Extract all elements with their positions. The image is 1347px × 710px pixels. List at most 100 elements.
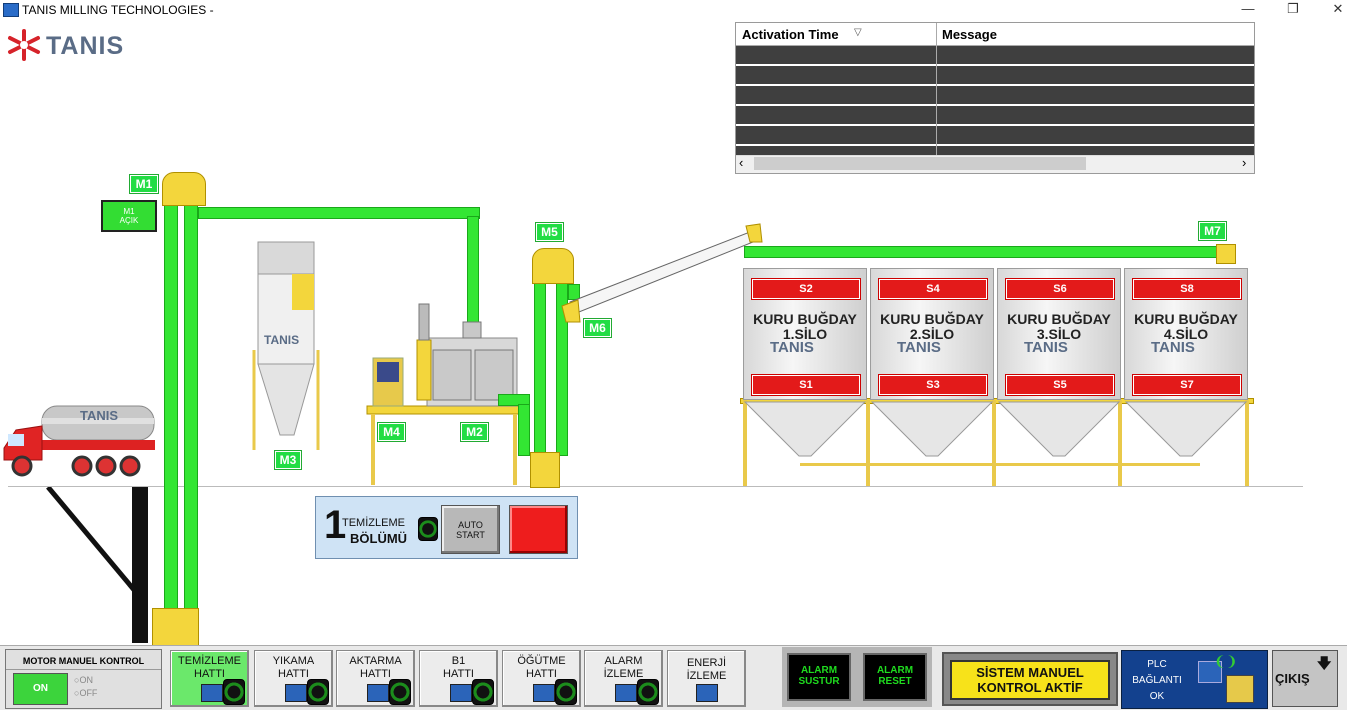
cleaner-machine <box>365 300 525 485</box>
m5-label[interactable]: M5 <box>536 223 563 241</box>
nav-line2: İZLEME <box>686 670 727 682</box>
motor-on-button[interactable]: ON <box>13 673 68 705</box>
nav-aktarma-hatti[interactable]: AKTARMA HATTI <box>336 650 415 707</box>
ground-line <box>8 486 1303 487</box>
m1-elevator-boot <box>152 608 199 646</box>
m6-label[interactable]: M6 <box>584 319 611 337</box>
s6-tag[interactable]: S6 <box>1006 279 1114 299</box>
minimize-icon[interactable]: — <box>1241 1 1255 16</box>
truck-graphic <box>3 405 155 477</box>
nav-line2: İZLEME <box>603 668 644 680</box>
s2-tag[interactable]: S2 <box>752 279 860 299</box>
monitor-icon <box>450 684 472 702</box>
table-row[interactable] <box>736 86 1254 106</box>
drum-icon <box>223 679 245 705</box>
s7-tag[interactable]: S7 <box>1133 375 1241 395</box>
stop-button[interactable] <box>509 505 568 554</box>
s8-tag[interactable]: S8 <box>1133 279 1241 299</box>
sort-icon[interactable]: ▽ <box>854 27 862 38</box>
m1-label[interactable]: M1 <box>130 175 158 193</box>
wifi-icon: ❨❩ <box>1214 653 1238 669</box>
scrollbar-thumb[interactable] <box>754 157 1086 170</box>
column-divider <box>936 23 937 155</box>
m1-acik-button[interactable]: M1 AÇIK <box>101 200 157 232</box>
column-message[interactable]: Message <box>942 27 997 42</box>
pit-post <box>132 487 148 643</box>
m1-button-line2: AÇIK <box>119 216 139 225</box>
pit-brace <box>46 487 142 599</box>
silo-brand: TANIS <box>1024 339 1068 356</box>
motor-manual-control: MOTOR MANUEL KONTROL ON ○ON ○OFF <box>5 649 162 709</box>
monitor-icon <box>533 684 555 702</box>
m3-label[interactable]: M3 <box>275 451 301 469</box>
scroll-right-icon[interactable]: › <box>1242 155 1247 170</box>
auto-start-button[interactable]: AUTO START <box>441 505 500 554</box>
cikis-button[interactable]: 🡇 ÇIKIŞ <box>1272 650 1338 707</box>
silo-1[interactable]: S2 KURU BUĞDAY 1.SİLO TANIS S1 <box>743 268 867 400</box>
radio-off-label: OFF <box>79 688 98 698</box>
plc-line1: PLC <box>1147 659 1167 670</box>
alarm-reset-button[interactable]: ALARM RESET <box>863 653 927 701</box>
nav-enerji-izleme[interactable]: ENERJİ İZLEME <box>667 650 746 707</box>
column-activation-time[interactable]: Activation Time <box>742 27 839 42</box>
silo-cones <box>743 401 1248 457</box>
plc-line3: OK <box>1149 691 1165 702</box>
alarm-reset-line2: RESET <box>878 676 912 687</box>
m2-label[interactable]: M2 <box>461 423 488 441</box>
m1-button-line1: M1 <box>123 207 135 216</box>
alarm-sustur-button[interactable]: ALARM SUSTUR <box>787 653 851 701</box>
nav-line2: HATTI <box>278 668 309 680</box>
close-icon[interactable]: ✕ <box>1332 1 1344 16</box>
silo-3[interactable]: S6 KURU BUĞDAY 3.SİLO TANIS S5 <box>997 268 1121 400</box>
alarm-table[interactable]: Activation Time ▽ Message ‹ › <box>735 22 1255 174</box>
silo-brand: TANIS <box>1151 339 1195 356</box>
nav-line1: ÖĞÜTME <box>517 655 566 667</box>
m5-elevator-boot <box>530 452 560 488</box>
silo-number: 4.SİLO <box>1163 326 1209 342</box>
nav-line1: B1 <box>451 655 466 667</box>
silo-4[interactable]: S8 KURU BUĞDAY 4.SİLO TANIS S7 <box>1124 268 1248 400</box>
scroll-left-icon[interactable]: ‹ <box>739 155 744 170</box>
nav-line2: HATTI <box>194 668 225 680</box>
table-row[interactable] <box>736 126 1254 146</box>
m4-label[interactable]: M4 <box>378 423 405 441</box>
s5-tag[interactable]: S5 <box>1006 375 1114 395</box>
radio-on[interactable]: ○ON <box>74 675 93 685</box>
motor-manual-title: MOTOR MANUEL KONTROL <box>22 656 145 666</box>
restore-icon[interactable]: ❐ <box>1287 1 1299 16</box>
table-row[interactable] <box>736 46 1254 66</box>
radio-off[interactable]: ○OFF <box>74 688 98 698</box>
bottom-toolbar: MOTOR MANUEL KONTROL ON ○ON ○OFF TEMİZLE… <box>0 645 1347 710</box>
nav-line2: HATTI <box>526 668 557 680</box>
window-title: TANIS MILLING TECHNOLOGIES - <box>22 3 214 17</box>
title-bar: TANIS MILLING TECHNOLOGIES - — ❐ ✕ <box>0 0 1347 20</box>
m1-elevator-right-pipe <box>184 205 198 617</box>
m5-elevator-left-pipe <box>534 282 546 456</box>
silo-name: KURU BUĞDAY <box>1134 311 1238 327</box>
silo-2[interactable]: S4 KURU BUĞDAY 2.SİLO TANIS S3 <box>870 268 994 400</box>
computer-icon <box>1198 661 1222 683</box>
m7-label[interactable]: M7 <box>1199 222 1226 240</box>
sistem-line2: KONTROL AKTİF <box>977 680 1083 695</box>
alarm-table-header <box>736 23 1254 46</box>
radio-on-label: ON <box>79 675 93 685</box>
m7-conveyor-head <box>1216 244 1236 264</box>
nav-ogutme-hatti[interactable]: ÖĞÜTME HATTI <box>502 650 581 707</box>
silo-leg <box>866 400 870 486</box>
nav-b1-hatti[interactable]: B1 HATTI <box>419 650 498 707</box>
truck-brand: TANIS <box>80 408 119 423</box>
nav-line1: ALARM <box>604 655 643 667</box>
s3-tag[interactable]: S3 <box>879 375 987 395</box>
s4-tag[interactable]: S4 <box>879 279 987 299</box>
table-row[interactable] <box>736 106 1254 126</box>
drum-icon <box>307 679 329 705</box>
cleaner-outlet-pipe <box>498 394 530 406</box>
nav-yikama-hatti[interactable]: YIKAMA HATTI <box>254 650 333 707</box>
monitor-icon <box>201 684 223 702</box>
nav-temizleme-hatti[interactable]: TEMİZLEME HATTI <box>170 650 249 707</box>
tanis-logo: TANIS <box>4 28 134 64</box>
s1-tag[interactable]: S1 <box>752 375 860 395</box>
alarm-sustur-line2: SUSTUR <box>798 676 840 687</box>
table-row[interactable] <box>736 66 1254 86</box>
nav-alarm-izleme[interactable]: ALARM İZLEME <box>584 650 663 707</box>
